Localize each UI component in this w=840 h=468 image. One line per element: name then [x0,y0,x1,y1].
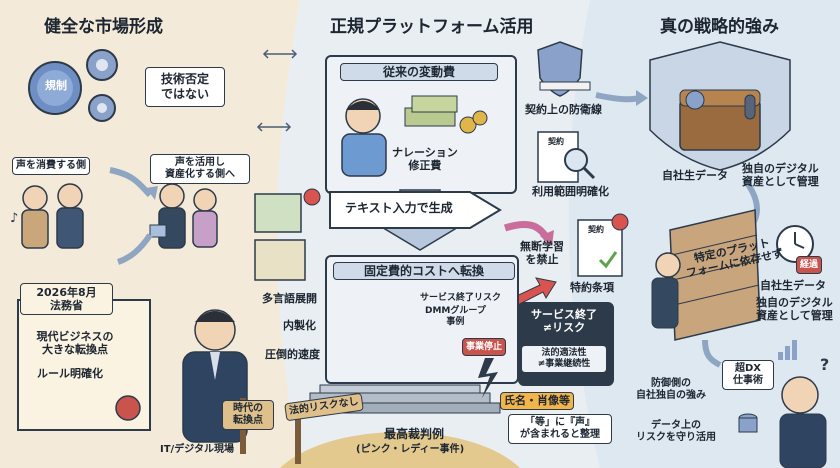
magnifier-icon [564,148,588,172]
microphone-icon [744,94,756,120]
super-dx-book-label: 超DX 仕事術 [722,360,774,390]
gear-icon [28,49,118,122]
special-contract-icon [577,219,623,277]
no-unauthorized-learning-label: 無断学習 を禁止 [520,240,564,266]
own-raw-data-label-2: 自社生データ [760,279,826,292]
own-raw-data-label-1: 自社生データ [662,169,728,182]
special-clause-label: 特約条項 [570,281,614,294]
businessman-icon [182,309,248,443]
legality-vs-continuity-text: 法的適法性 ≠事業継続性 [522,346,606,372]
scroll-rule-clarification-text: ルール明確化 [37,367,103,380]
contract-defense-label: 契約上の防衛線 [525,103,602,116]
asset-voice-label: 声を活用し 資産化する側へ [150,154,250,184]
contract-doc-text: 契約 [548,137,564,146]
text-input-generation-label: テキスト入力で生成 [345,201,453,215]
regulation-label: 規制 [45,79,67,92]
narration-fee-label: ナレーション 修正費 [392,146,458,172]
multi-language-label: 多言語展開 [262,292,317,305]
service-end-panel [518,302,614,386]
people-consuming-icon: ♪ [10,183,84,249]
digital-asset-label-2: 独自のデジタル 資産として管理 [756,296,833,322]
usage-scope-label: 利用範囲明確化 [532,185,609,198]
in-house-label: 内製化 [283,319,316,332]
fixed-cost-title: 固定費的コストへ転換 [333,262,515,280]
business-stop-badge: 事業停止 [462,338,507,356]
supreme-court-label: 最高裁判例 [384,427,445,441]
worried-person-icon [341,98,387,177]
service-end-risk-label: サービス終了リスク [420,293,502,303]
defense-strength-label: 防御側の 自社独自の強み [636,378,706,401]
gear-small-icon [685,90,705,110]
pink-lady-case-label: (ピンク・レディー事件) [356,444,465,455]
date-ministry-box: 2026年8月 法務省 [20,283,113,315]
svg-text:?: ? [820,355,829,374]
brick-wall-icon [669,209,761,341]
map-icon [254,188,321,281]
it-digital-field-label: IT/デジタル現場 [160,444,234,455]
variable-cost-title: 従来の変動費 [340,63,498,81]
dmm-case-label: DMMグループ 事例 [425,306,486,327]
overwhelming-speed-label: 圧倒的速度 [265,348,320,361]
service-end-not-risk-title: サービス終了 ≠リスク [531,308,597,334]
data-risk-label: データ上の リスクを守り活用 [636,420,716,443]
special-contract-doc-text: 契約 [588,225,604,234]
includes-voice-box: 「等」に『声』 が含まれると整理 [508,414,612,444]
consume-voice-label: 声を消費する側 [12,157,90,175]
svg-text:♪: ♪ [10,211,18,226]
name-portrait-badge: 氏名・肖像等 [500,392,574,410]
left-section-title: 健全な市場形成 [44,17,163,37]
not-technology-denial-box: 技術否定 ではない [145,67,225,107]
era-turning-signpost: 時代の 転換点 [222,400,274,430]
scroll-turning-point-text: 現代ビジネスの 大きな転換点 [36,330,114,356]
thinking-person-icon [781,376,819,414]
digital-asset-label-1: 独自のデジタル 資産として管理 [742,162,819,188]
money-stack-icon [404,95,488,134]
right-section-title: 真の戦略的強み [660,17,779,37]
elapsed-badge: 経過 [796,256,823,274]
center-section-title: 正規プラットフォーム活用 [330,17,534,37]
people-asset-icon [149,183,218,249]
